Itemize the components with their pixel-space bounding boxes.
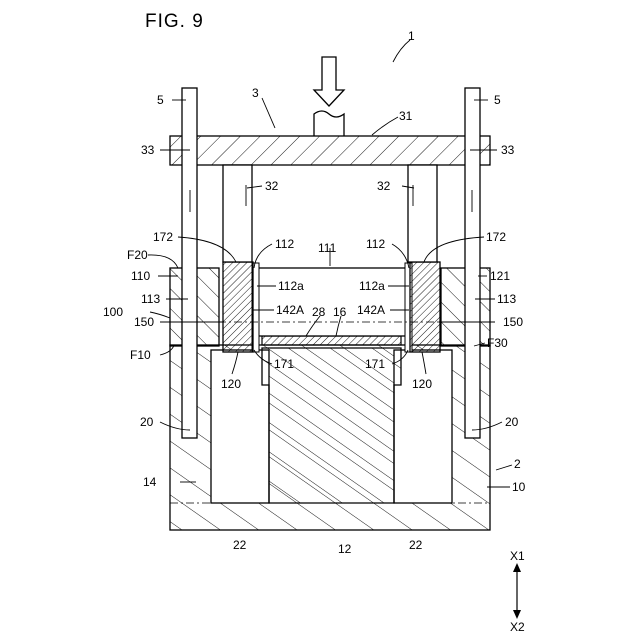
label-12: 12 [338, 542, 352, 556]
label-14: 14 [143, 475, 157, 489]
label-112a-right: 112a [359, 279, 385, 293]
label-172-left: 172 [153, 230, 173, 244]
label-5-right: 5 [494, 93, 501, 107]
label-150-left: 150 [134, 315, 154, 329]
label-142A-left: 142A [276, 303, 304, 317]
axis-label-x1: X1 [510, 549, 525, 563]
label-2: 2 [514, 457, 521, 471]
label-22-left: 22 [233, 538, 247, 552]
label-F20: F20 [127, 248, 148, 262]
label-20-right: 20 [505, 415, 519, 429]
lower-die [170, 336, 490, 530]
label-142A-right: 142A [357, 303, 385, 317]
label-32-left: 32 [265, 179, 279, 193]
label-112-left: 112 [275, 237, 294, 251]
press-arrow-icon [314, 57, 344, 106]
label-22-right: 22 [409, 538, 423, 552]
figure-title: FIG. 9 [145, 11, 204, 32]
label-113-left: 113 [141, 292, 160, 306]
label-120-left: 120 [221, 377, 241, 391]
label-F30: F30 [487, 336, 508, 350]
label-121: 121 [490, 269, 510, 283]
direction-axis: X1 X2 [510, 549, 525, 634]
label-28: 28 [312, 305, 326, 319]
label-16: 16 [333, 305, 347, 319]
label-112-right: 112 [366, 237, 385, 251]
label-F10: F10 [130, 348, 151, 362]
label-171-right: 171 [365, 357, 385, 371]
label-110: 110 [131, 269, 150, 283]
label-1: 1 [408, 29, 415, 43]
label-3: 3 [252, 86, 259, 100]
label-33-right: 33 [501, 143, 515, 157]
label-20-left: 20 [140, 415, 154, 429]
label-172-right: 172 [486, 230, 506, 244]
label-171-left: 171 [274, 357, 294, 371]
label-150-right: 150 [503, 315, 523, 329]
label-111: 111 [318, 241, 337, 255]
axis-label-x2: X2 [510, 620, 525, 634]
label-100: 100 [103, 305, 123, 319]
arrow-down-icon [513, 610, 521, 619]
label-32-right: 32 [377, 179, 391, 193]
upper-die [170, 57, 490, 262]
arrow-up-icon [513, 563, 521, 572]
label-112a-left: 112a [278, 279, 304, 293]
label-113-right: 113 [497, 292, 516, 306]
label-33-left: 33 [141, 143, 155, 157]
label-5-left: 5 [157, 93, 164, 107]
label-31: 31 [399, 109, 413, 123]
label-120-right: 120 [412, 377, 432, 391]
label-10: 10 [512, 480, 526, 494]
